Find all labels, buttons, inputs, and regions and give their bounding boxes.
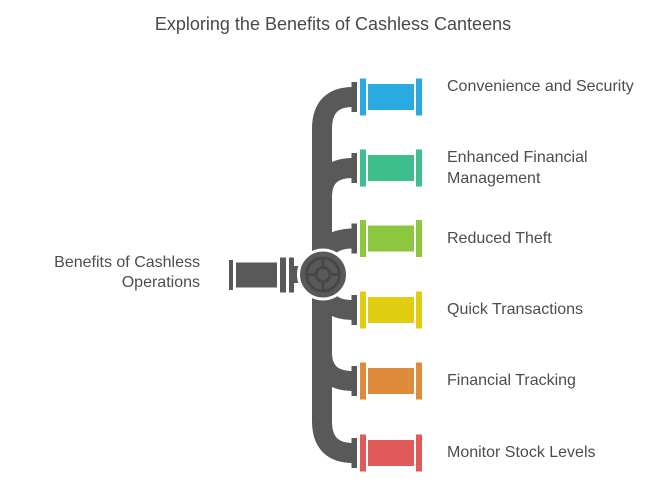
branch-pipe-2 [312,158,354,198]
node-gray-flange [351,153,357,183]
node-body [368,225,414,252]
node-gray-flange [351,438,357,468]
node-body [368,297,414,323]
node-flange-right [416,220,422,257]
node-flange-right [416,291,422,329]
node-gray-flange [351,366,357,396]
node-flange-right [416,78,422,116]
node-flange-left [360,434,366,472]
node-capsule-monitor-stock-levels [351,434,422,472]
root-connector-flange-2 [289,257,294,293]
node-flange-left [360,362,366,400]
node-flange-left [360,78,366,116]
root-connector [229,257,306,293]
node-label-financial-tracking: Financial Tracking [447,372,576,389]
node-body [368,155,414,181]
node-body [368,440,414,466]
root-connector-endcap [229,260,233,290]
node-flange-right [416,362,422,400]
node-flange-left [360,291,366,329]
root-node-label: Benefits of Cashless Operations [54,254,200,291]
node-label-enhanced-financial-management: Enhanced Financial Management [447,149,588,187]
node-flange-left [360,220,366,257]
root-connector-flange-1 [280,257,286,293]
node-label-convenience-and-security: Convenience and Security [447,78,634,95]
root-connector-body [236,262,277,288]
node-flange-right [416,149,422,187]
branch-pipe-5 [312,351,354,391]
node-flange-left [360,149,366,187]
node-gray-flange [351,223,357,254]
node-capsule-quick-transactions [351,291,422,329]
diagram-title: Exploring the Benefits of Cashless Cante… [154,14,512,34]
node-label-reduced-theft: Reduced Theft [447,230,552,247]
node-capsule-reduced-theft [351,220,422,257]
node-body [368,84,414,110]
node-gray-flange [351,295,357,325]
hub-center-circle [314,266,332,283]
node-body [368,368,414,394]
node-capsule-financial-tracking [351,362,422,400]
node-flange-right [416,434,422,472]
node-label-quick-transactions: Quick Transactions [447,301,584,318]
node-label-monitor-stock-levels: Monitor Stock Levels [447,444,596,461]
node-capsule-enhanced-financial-management [351,149,422,187]
valve-wheel-icon [297,248,349,301]
node-gray-flange [351,82,357,112]
node-capsule-convenience-and-security [351,78,422,116]
